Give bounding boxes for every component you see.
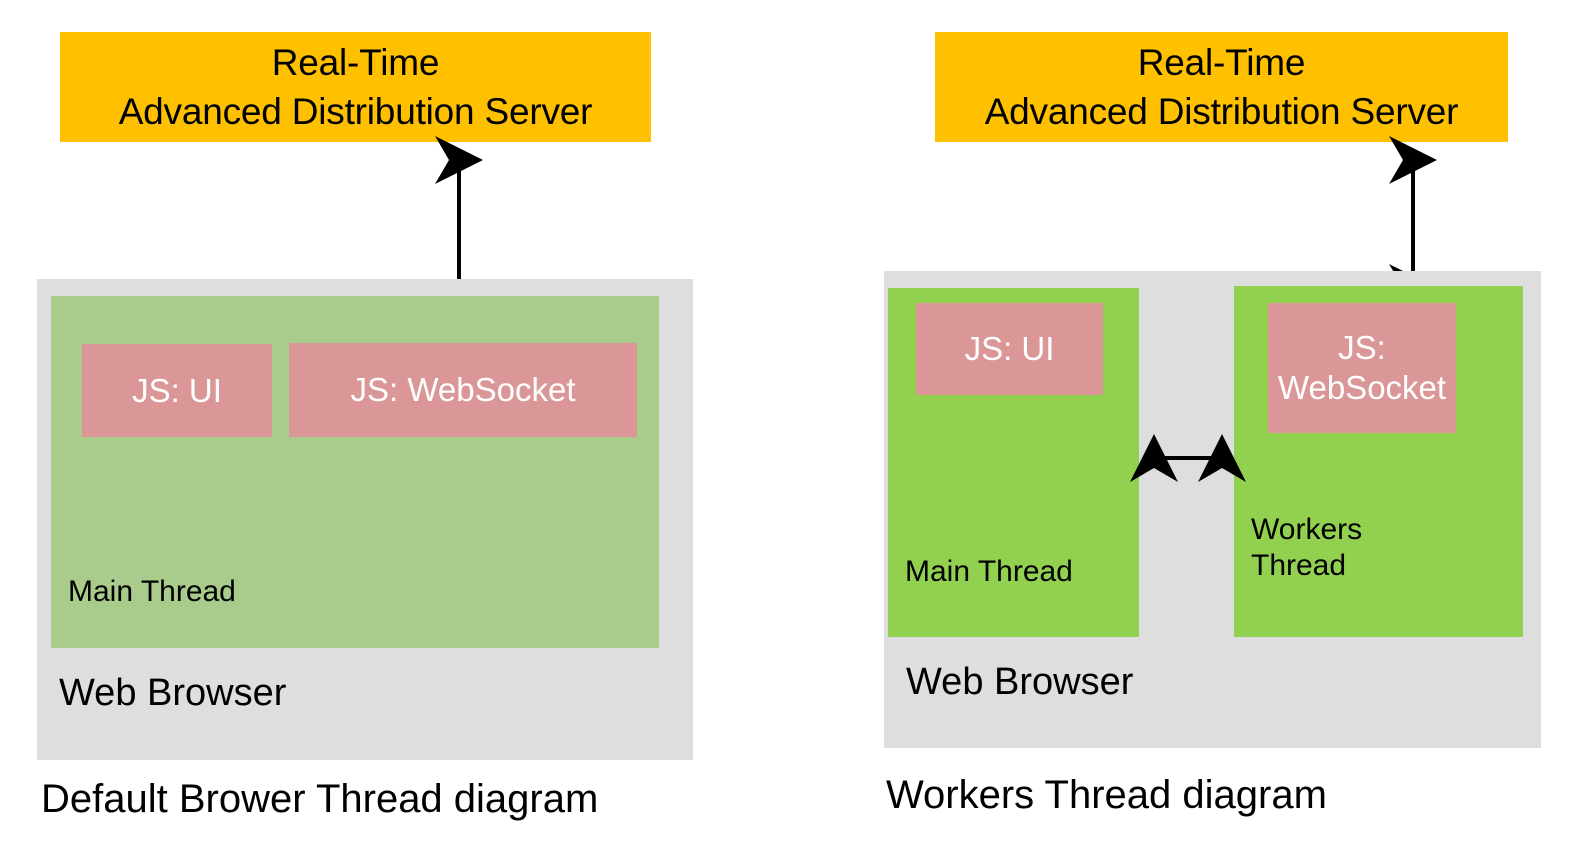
left-js-ui-box: JS: UI [82,344,272,437]
left-js-ui-label: JS: UI [132,371,222,409]
right-diagram-caption: Workers Thread diagram [886,773,1327,817]
left-server-box: Real-Time Advanced Distribution Server [60,32,651,142]
left-main-thread-label: Main Thread [68,575,236,608]
right-js-ui-label: JS: UI [964,330,1055,368]
left-diagram-caption: Default Brower Thread diagram [41,777,599,821]
right-workers-thread-label: Workers Thread [1251,513,1363,582]
right-main-thread-label: Main Thread [905,555,1073,588]
left-js-websocket-box: JS: WebSocket [289,343,637,437]
right-js-websocket-label: JS: WebSocket [1277,329,1447,406]
right-server-line1: Real-Time [1137,41,1306,83]
right-server-line2: Advanced Distribution Server [984,91,1459,132]
left-server-line2: Advanced Distribution Server [118,91,593,132]
right-server-box: Real-Time Advanced Distribution Server [935,32,1508,142]
right-js-ui-box: JS: UI [916,303,1103,395]
left-web-browser-label: Web Browser [59,672,287,714]
left-server-line1: Real-Time [271,41,440,83]
right-js-websocket-box: JS: WebSocket [1268,303,1456,433]
left-js-websocket-label: JS: WebSocket [350,371,576,409]
right-web-browser-label: Web Browser [906,661,1134,703]
